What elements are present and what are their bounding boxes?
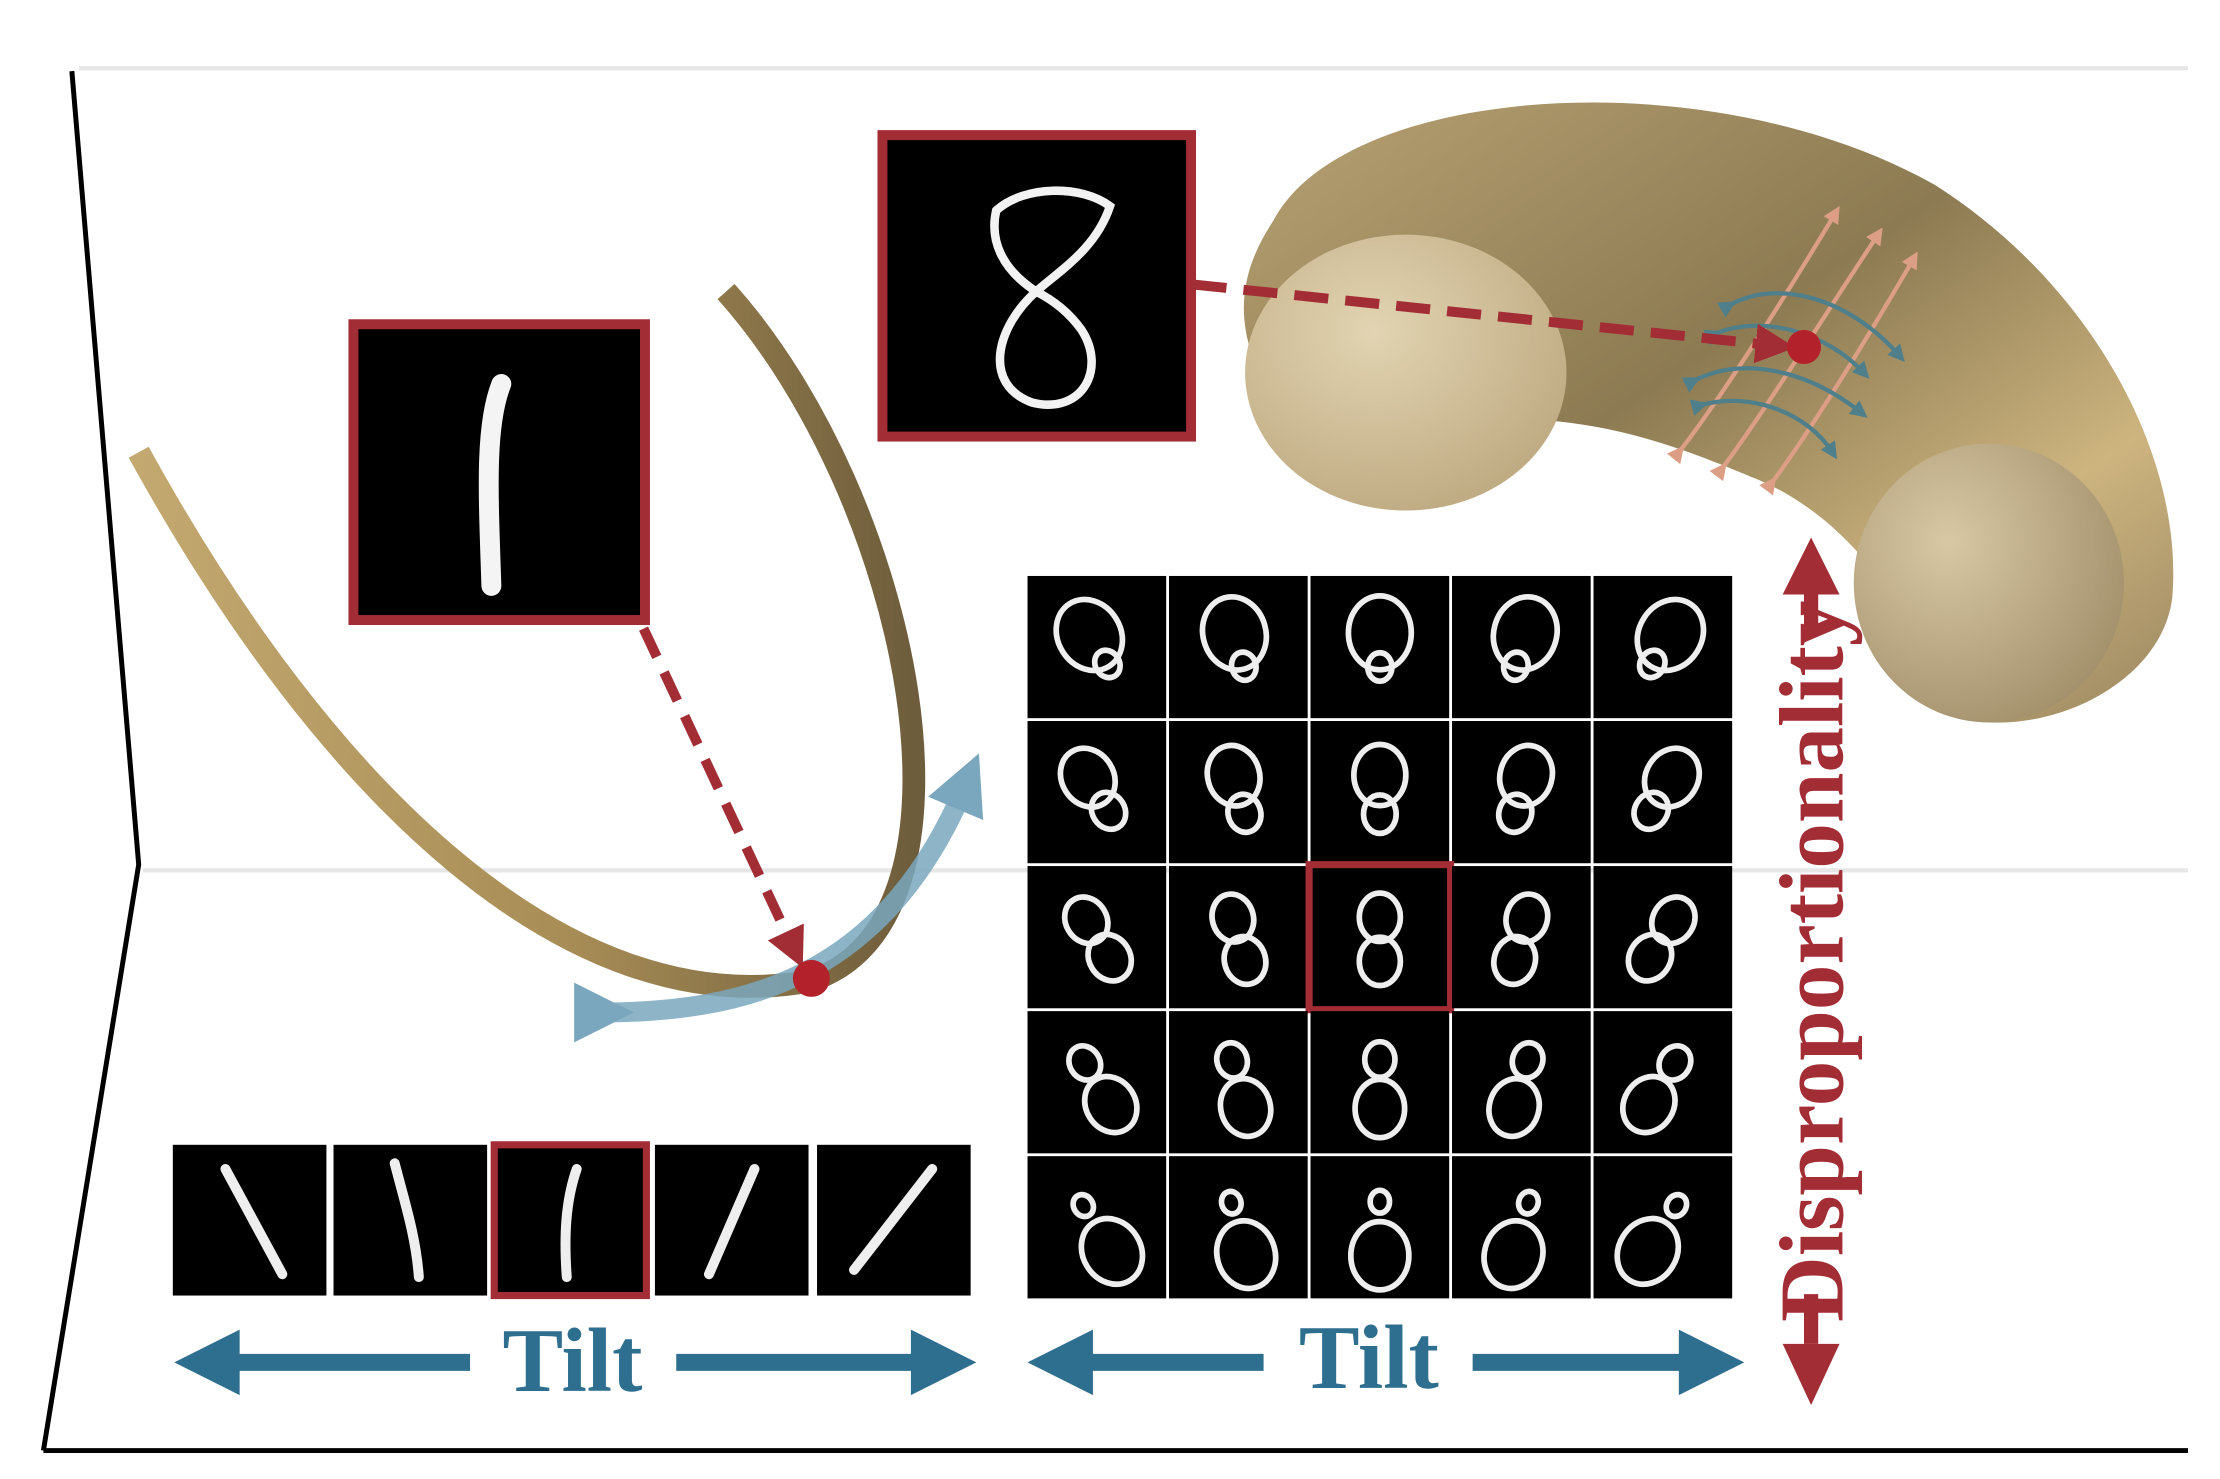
disproportionality-label: Disproportionality	[1761, 601, 1862, 1322]
grid-cell-r1-c5	[1593, 575, 1733, 719]
curve-manifold	[128, 283, 984, 1043]
tilt-label-right: Tilt	[1299, 1307, 1439, 1408]
grid-cell-r3-c5	[1593, 866, 1733, 1009]
grid-cell-r5-c5	[1593, 1156, 1733, 1299]
grid-cell-r2-c3	[1310, 721, 1450, 864]
grid-cell-r1-c4	[1452, 575, 1591, 719]
grid-cell-r4-c3	[1310, 1011, 1450, 1154]
tilt-label-left: Tilt	[502, 1310, 642, 1411]
digit-one-sample	[348, 319, 650, 626]
grid-cell-r2-c4	[1452, 721, 1591, 864]
strip-cell-5	[817, 1144, 971, 1296]
mapping-arrow-2	[1191, 279, 1796, 364]
grid-cell-r1-c2	[1169, 575, 1308, 719]
grid-cell-r4-c4	[1452, 1011, 1591, 1154]
grid-cell-r5-c3	[1310, 1156, 1450, 1299]
plane-left-edge	[40, 70, 142, 1451]
tilt-arrow-left: Tilt	[174, 1310, 977, 1411]
digit-eight-sample	[877, 130, 1197, 442]
data-point-1	[792, 959, 830, 997]
strip-cell-4	[654, 1144, 809, 1296]
grid-cell-r2-c5	[1593, 721, 1733, 864]
torus-cap-right	[1853, 443, 2124, 723]
grid-cell-r1-c3	[1310, 575, 1450, 719]
strip-cell-1	[172, 1144, 327, 1296]
grid-cell-r2-c1	[1027, 721, 1167, 864]
digit-eight-grid	[1027, 575, 1733, 1299]
grid-cell-r5-c1	[1027, 1156, 1167, 1299]
grid-cell-r2-c2	[1169, 721, 1308, 864]
strip-cell-3-highlighted	[490, 1141, 650, 1300]
grid-cell-r3-c2	[1169, 866, 1308, 1009]
grid-cell-r1-c1	[1027, 575, 1167, 719]
grid-cell-r5-c2	[1169, 1156, 1308, 1299]
grid-cell-r4-c1	[1027, 1011, 1167, 1154]
grid-cell-r3-c3	[1305, 861, 1455, 1014]
tilt-arrow-right: Tilt	[1027, 1307, 1745, 1408]
grid-cell-r3-c4	[1452, 866, 1591, 1009]
grid-cell-r3-c1	[1027, 866, 1167, 1009]
digit-one-strip	[172, 1141, 971, 1300]
mapping-arrow-1	[639, 626, 804, 968]
strip-cell-2	[333, 1144, 488, 1296]
torus-manifold	[1191, 102, 2174, 723]
grid-cell-r5-c4	[1452, 1156, 1591, 1299]
data-point-2	[1786, 329, 1822, 365]
grid-cell-r4-c5	[1593, 1011, 1733, 1154]
disproportionality-arrow: Disproportionality	[1761, 537, 1862, 1406]
torus-cap-left	[1245, 234, 1567, 511]
grid-cell-r4-c2	[1169, 1011, 1308, 1154]
